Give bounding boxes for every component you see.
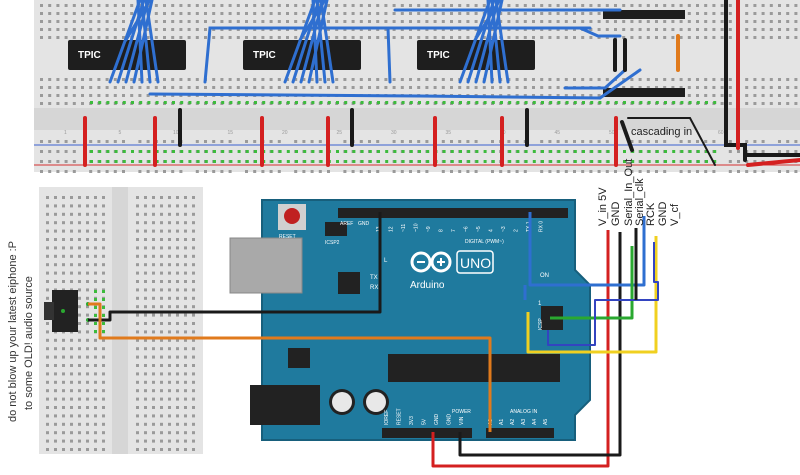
reset-label: RESET [279,234,296,240]
signal-label: Serial_In_Out [623,159,635,226]
icsp-pin1-label: 1 [538,301,542,307]
warning-note: do not blow up your latest eiphone :P to… [7,241,35,422]
atmega-chip [388,354,560,382]
uno-badge [456,250,494,274]
column-number: 55 [664,130,670,136]
column-number: 30 [391,130,397,136]
analog-pin-label: A1 [499,419,505,425]
usb-port [229,237,303,294]
column-number: 20 [282,130,288,136]
signal-label: V_cf [669,203,681,226]
digital-pin-label: 8 [439,229,445,232]
warning-note-line2: to some OLD! audio source [23,276,35,410]
analog-header [486,428,554,438]
digital-pin-label: 2 [514,229,520,232]
column-number: 60 [718,130,724,136]
power-pin-label: 5V [422,418,428,425]
column-number: 15 [228,130,234,136]
power-pin-label: 3V3 [409,416,415,425]
column-number: 50 [609,130,615,136]
power-pin-label: IOREF [384,410,390,425]
power-header [382,428,472,438]
power-pin-label: VIN [459,416,465,425]
uno-label: UNO [460,255,491,271]
analog-pin-label: A4 [532,419,538,425]
digital-header [338,208,568,218]
icsp2-header: ICSP2 [325,222,347,246]
voltage-regulator [288,348,310,368]
icsp-label: ICSP [538,318,544,330]
digital-pin-label: ~6 [464,226,470,232]
analog-pin-label: A3 [521,419,527,425]
digital-pin-label: 7 [451,229,457,232]
signal-label: GND [610,202,622,227]
digital-gnd-label: GND [358,221,370,227]
column-number: 25 [337,130,343,136]
digital-pin-label: ~3 [501,226,507,232]
column-number: 10 [173,130,179,136]
on-led-label: ON [540,273,549,279]
tx-label: TX [370,275,378,281]
analog-label: ANALOG IN [510,409,538,415]
signal-label: V_in 5V [597,187,609,226]
power-pin-label: GND [447,414,453,426]
usb-chip [338,272,360,294]
aref-label: AREF [340,221,353,227]
l-led-label: L [384,258,388,264]
power-label: POWER [452,409,471,415]
warning-note-line1: do not blow up your latest eiphone :P [7,241,19,422]
power-jack [250,385,320,425]
signal-label: RCK [645,202,657,226]
column-number: 45 [555,130,561,136]
top-blue-wires [108,0,642,100]
arduino-brand-label: Arduino [410,280,445,291]
analog-pin-label: A5 [543,419,549,425]
icsp2-label: ICSP2 [325,240,340,246]
signal-label: Serial_clk [634,178,646,226]
power-pin-label: GND [434,414,440,426]
digital-pin-label: ~11 [401,224,407,232]
digital-pin-label: ~10 [414,223,420,232]
cascading-in-label: cascading in [631,126,692,138]
digital-pin-label: ~9 [426,226,432,232]
column-number: 1 [64,130,67,136]
tpic-chip-1-label: TPIC [78,50,101,61]
tpic-chip-2-label: TPIC [253,50,276,61]
left-breadboard-holes [46,196,195,451]
digital-pin-label: 12 [389,226,395,232]
top-breadboard-channel [34,108,800,130]
arduino-logo-icon [410,251,452,273]
digital-pin-label: ~5 [476,226,482,232]
power-pin-labels: IOREF RESET 3V3 5V GND GND VIN [384,408,465,425]
header-strip-bottom [603,88,685,97]
audio-jack [44,290,90,332]
column-number: 5 [119,130,122,136]
signal-label: GND [657,202,669,227]
top-rail-wires [83,0,800,167]
column-number: 35 [446,130,452,136]
digital-pin-label: 4 [489,229,495,232]
arduino-wires [88,212,659,468]
analog-pin-label: A2 [510,419,516,425]
digital-pin-label: RX 0 [539,221,545,232]
digital-label: DIGITAL (PWM~) [465,239,504,245]
rx-label: RX [370,285,378,291]
power-pin-label: RESET [397,408,403,425]
header-strip-top [603,10,685,19]
tpic-chip-3-label: TPIC [427,50,450,61]
left-breadboard-channel [112,187,128,454]
